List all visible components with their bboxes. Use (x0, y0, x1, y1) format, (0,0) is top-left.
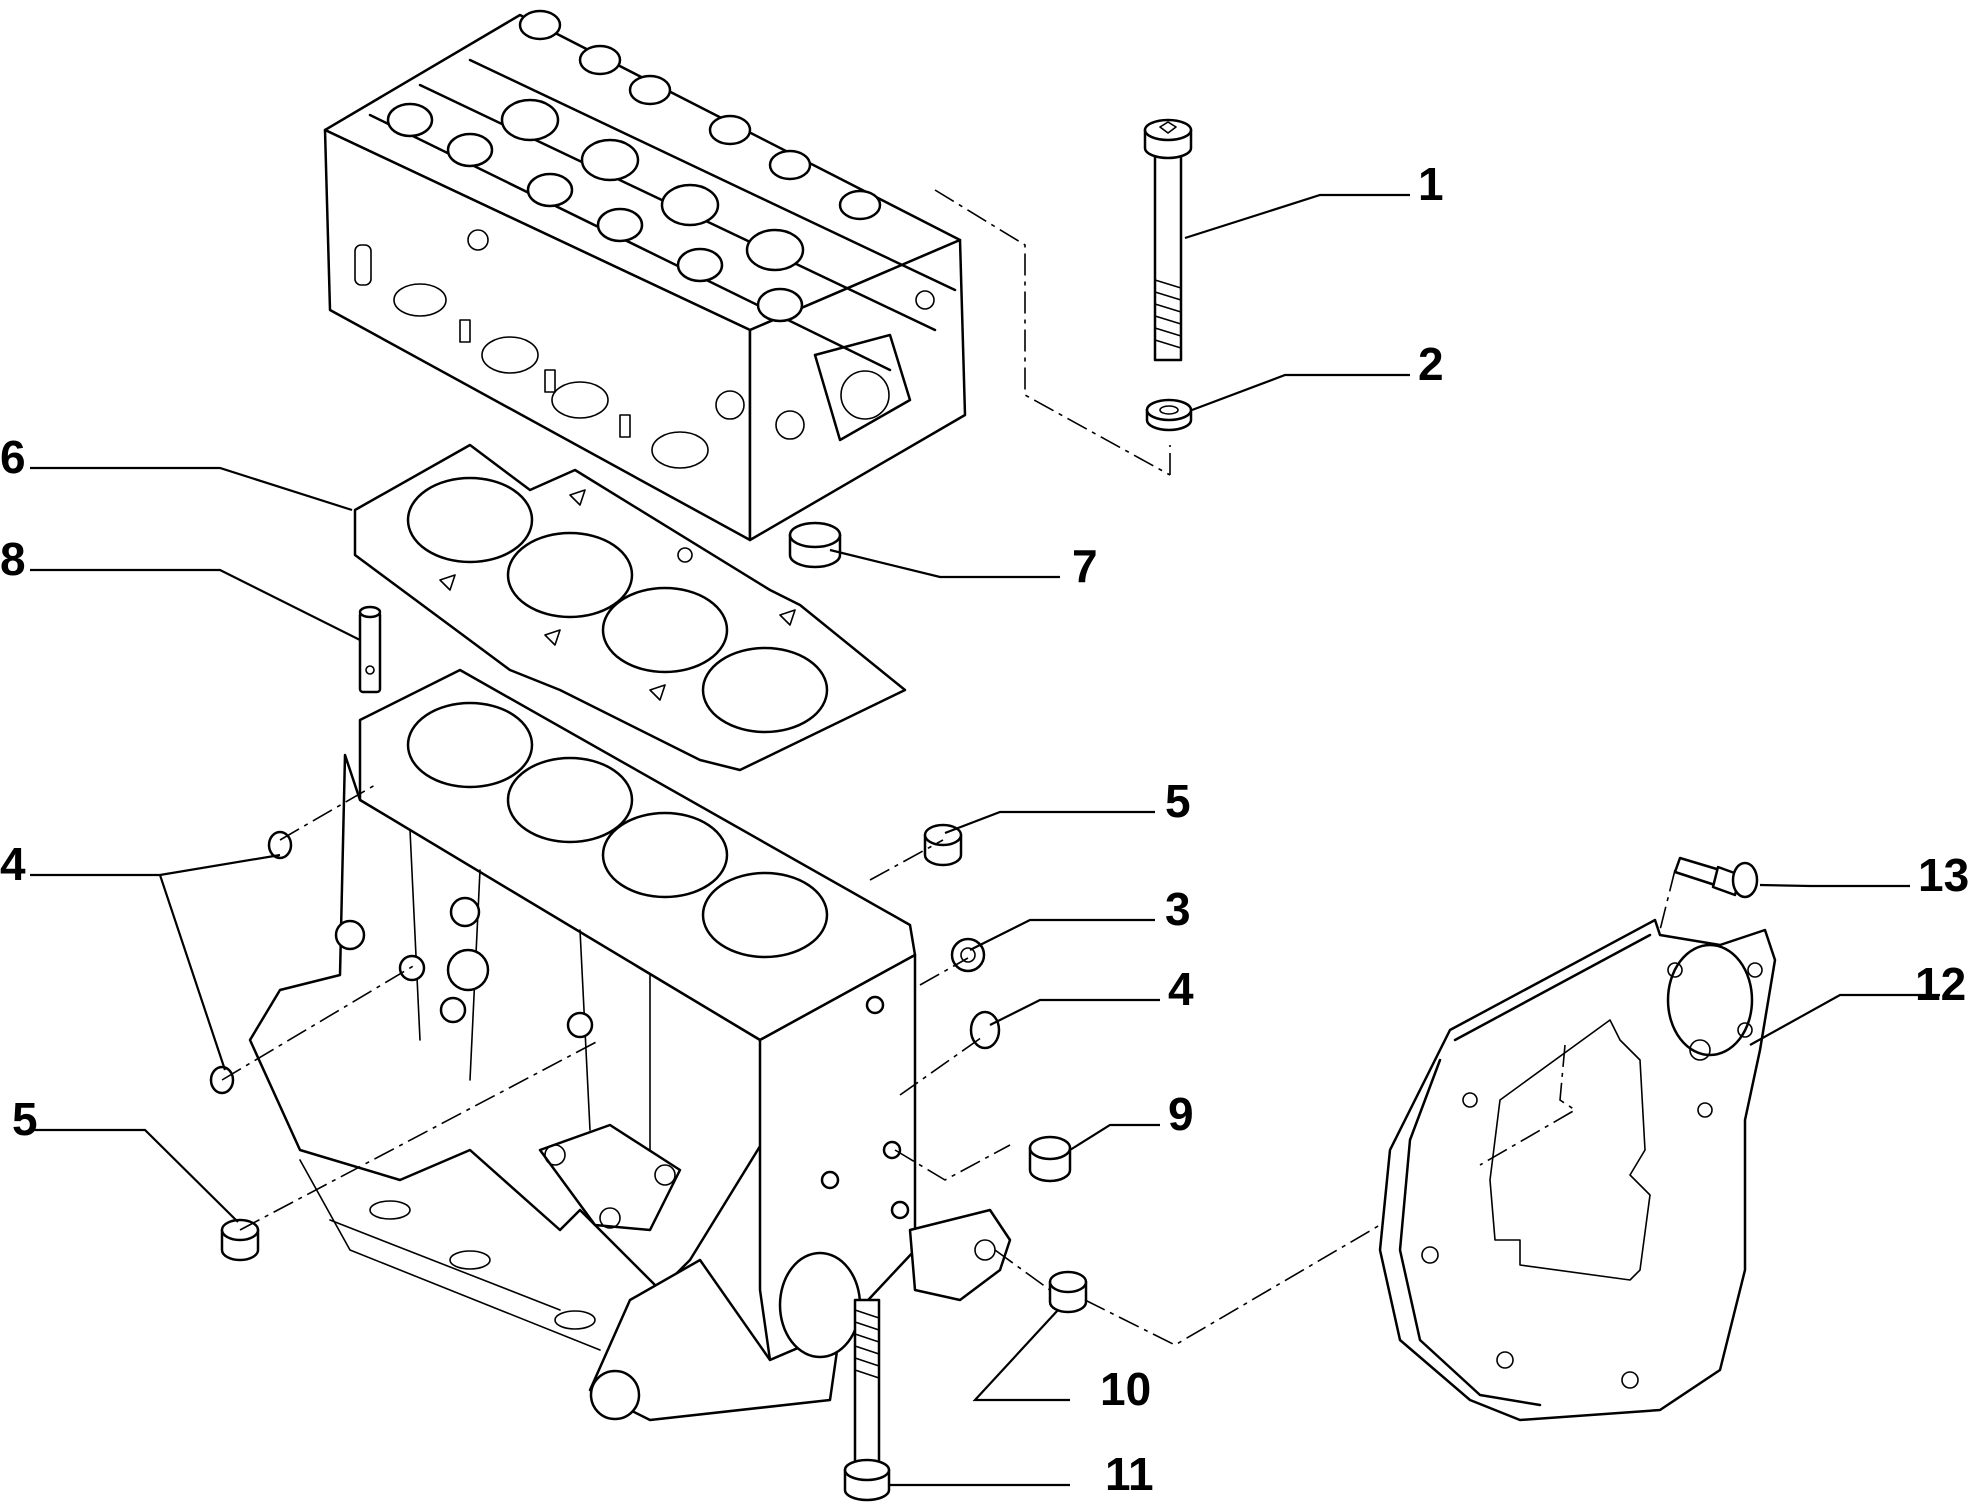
head-bolt-1 (1143, 118, 1193, 362)
head-gasket (353, 443, 907, 772)
callout-1: 1 (1418, 158, 1444, 210)
callout-10: 10 (1100, 1363, 1151, 1415)
callout-8: 8 (0, 533, 26, 585)
cylinder-head (323, 9, 967, 542)
callout-4-left: 4 (0, 838, 26, 890)
dowel-pin-8 (358, 605, 382, 694)
dowel-sleeve-7 (788, 521, 842, 569)
assembly-lines (221, 189, 1676, 1346)
callout-6: 6 (0, 431, 26, 483)
callout-13: 13 (1918, 849, 1969, 901)
camshaft-lobes (386, 9, 882, 323)
plug-4-upper-left (267, 830, 293, 860)
callout-2: 2 (1418, 338, 1444, 390)
callout-5-left: 5 (12, 1093, 38, 1145)
bushing-9 (1028, 1135, 1072, 1183)
callout-4-right: 4 (1168, 963, 1194, 1015)
callout-labels: 1 2 3 4 4 5 5 6 7 8 9 10 11 12 13 (0, 158, 1969, 1500)
bushing-5-lower-left (220, 1218, 260, 1262)
callout-12: 12 (1915, 958, 1966, 1010)
bolt-13 (1673, 856, 1759, 899)
callout-7: 7 (1072, 540, 1098, 592)
bushing-10 (1048, 1270, 1088, 1314)
callout-3: 3 (1165, 883, 1191, 935)
bolt-11 (843, 1298, 891, 1502)
cylinder-block (248, 668, 1012, 1422)
callout-5-right: 5 (1165, 775, 1191, 827)
callout-9: 9 (1168, 1088, 1194, 1140)
washer-2 (1145, 398, 1193, 432)
leader-lines (30, 193, 1940, 1487)
rear-cover-plate-12 (1378, 918, 1777, 1422)
plug-3 (950, 937, 986, 973)
bushing-5-right (923, 823, 963, 867)
callout-11: 11 (1105, 1448, 1154, 1500)
